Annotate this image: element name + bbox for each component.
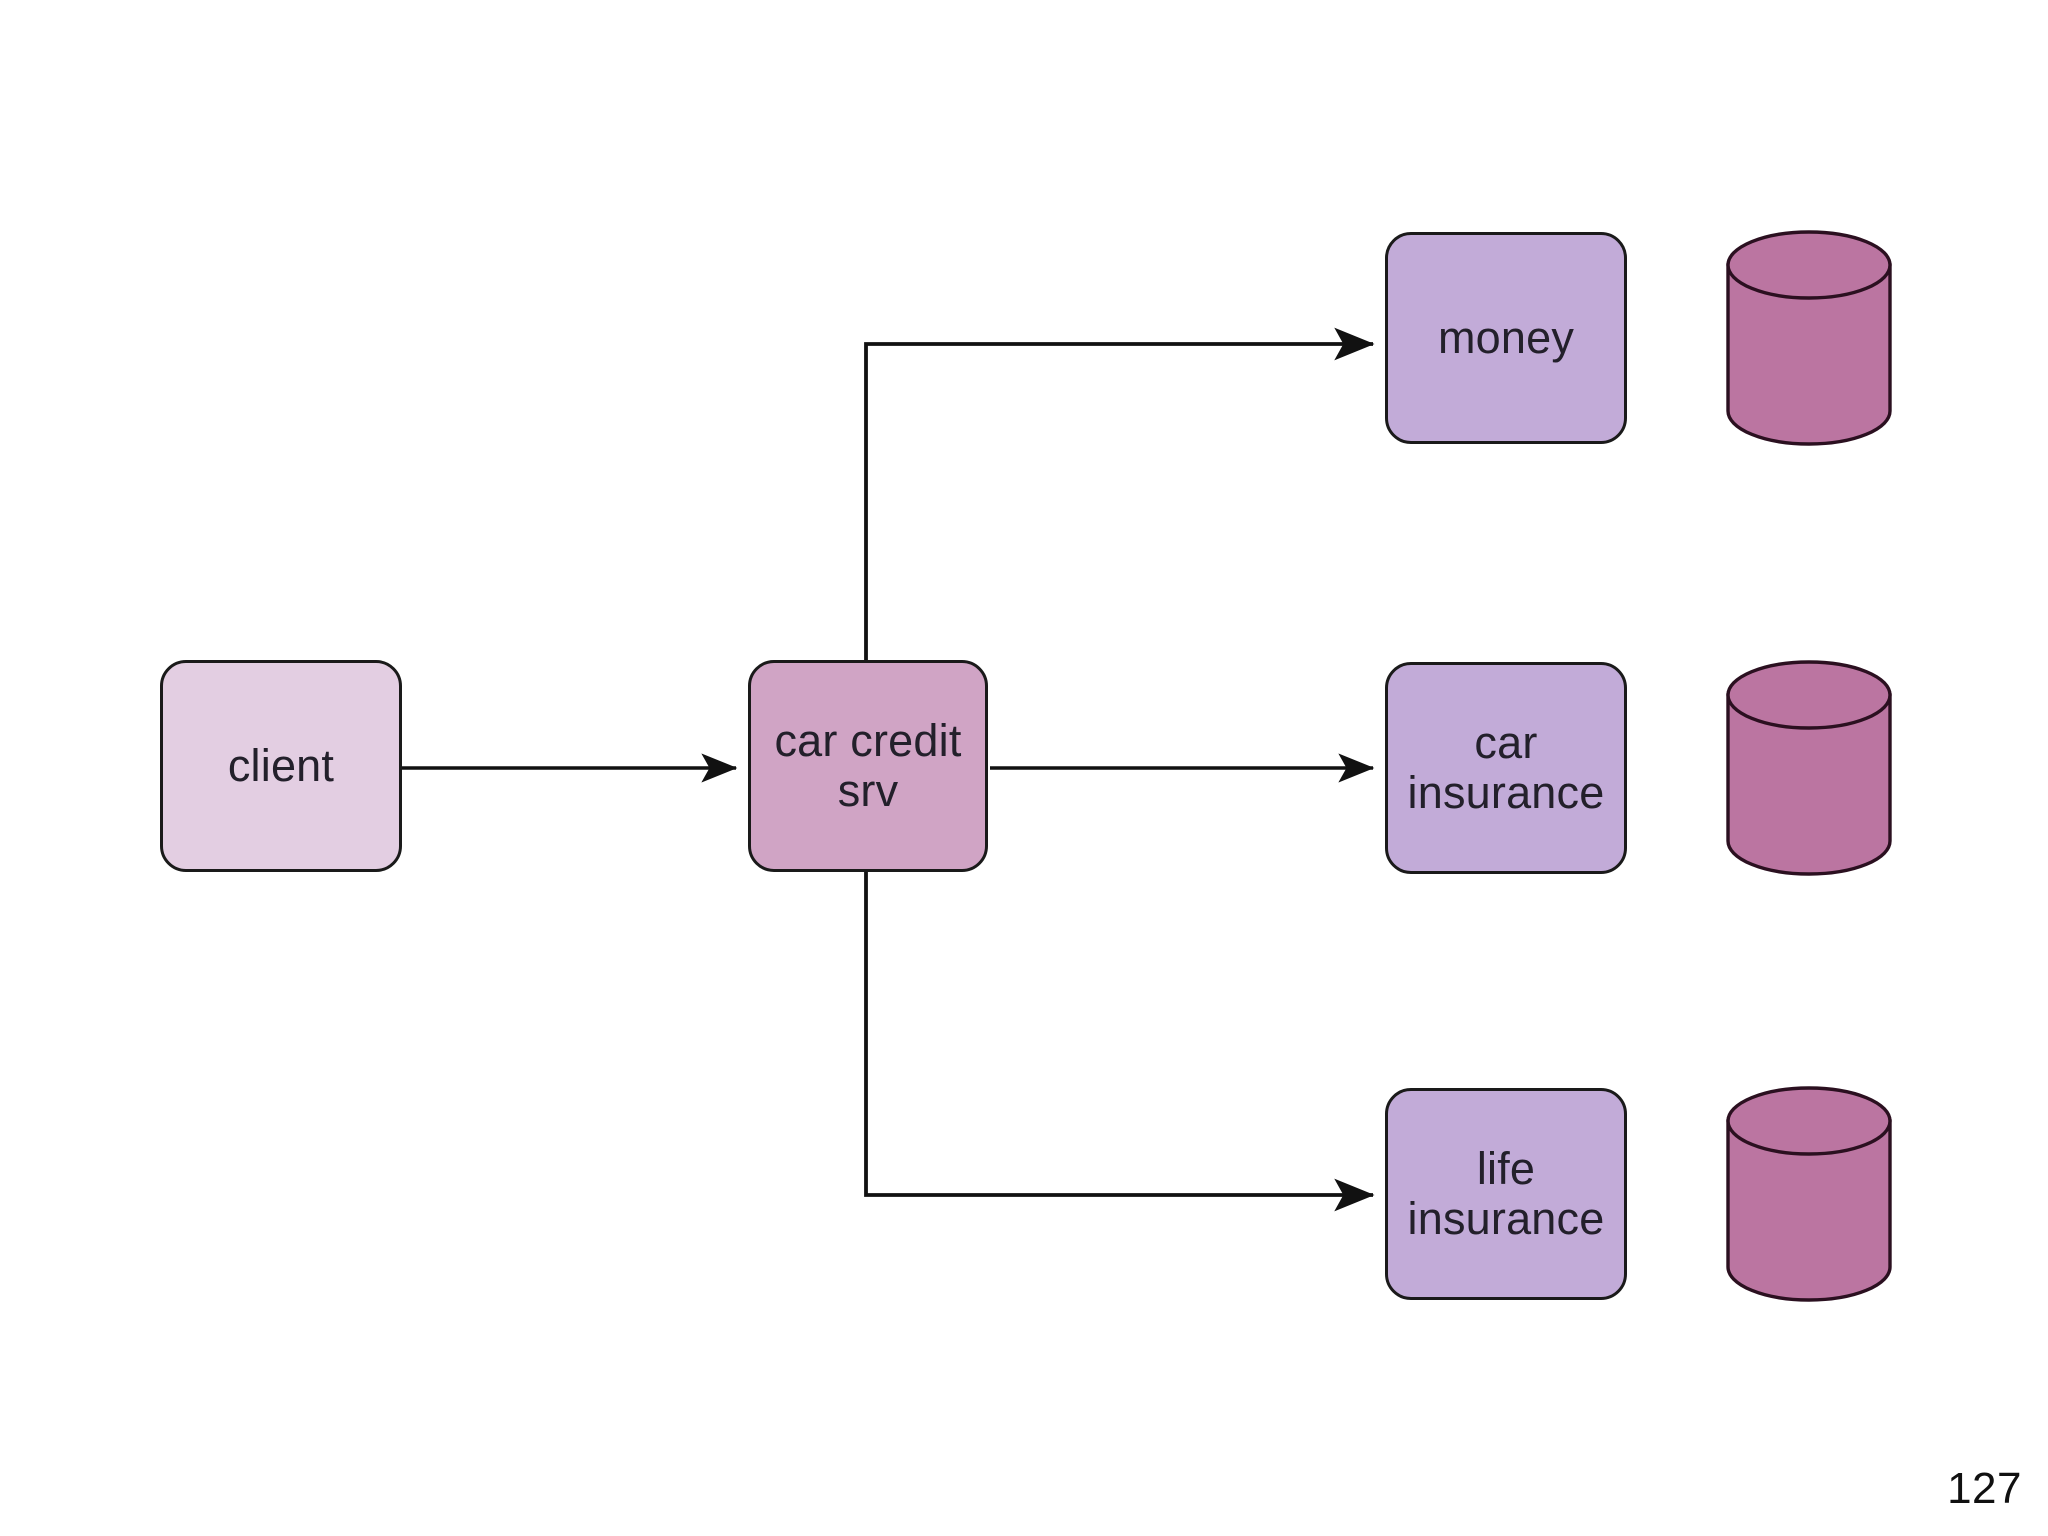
database-cylinder-money[interactable] (1726, 230, 1892, 446)
database-cylinder-life-insurance[interactable] (1726, 1086, 1892, 1302)
node-client-label: client (227, 739, 335, 791)
node-life-insurance[interactable]: life insurance (1385, 1088, 1627, 1300)
node-money-label: money (1437, 311, 1575, 363)
edge-car-credit-to-money (864, 327, 1375, 660)
node-car-credit-srv-label: car credit srv (774, 714, 962, 816)
edge-car-credit-to-life-insurance (864, 872, 1375, 1212)
node-money[interactable]: money (1385, 232, 1627, 444)
node-life-insurance-label: life insurance (1407, 1142, 1605, 1244)
node-car-insurance[interactable]: car insurance (1385, 662, 1627, 874)
database-cylinder-car-insurance[interactable] (1726, 660, 1892, 876)
node-car-credit-srv[interactable]: car credit srv (748, 660, 988, 872)
page-number: 127 (1947, 1464, 2022, 1513)
node-client[interactable]: client (160, 660, 402, 872)
node-car-insurance-label: car insurance (1407, 716, 1605, 818)
